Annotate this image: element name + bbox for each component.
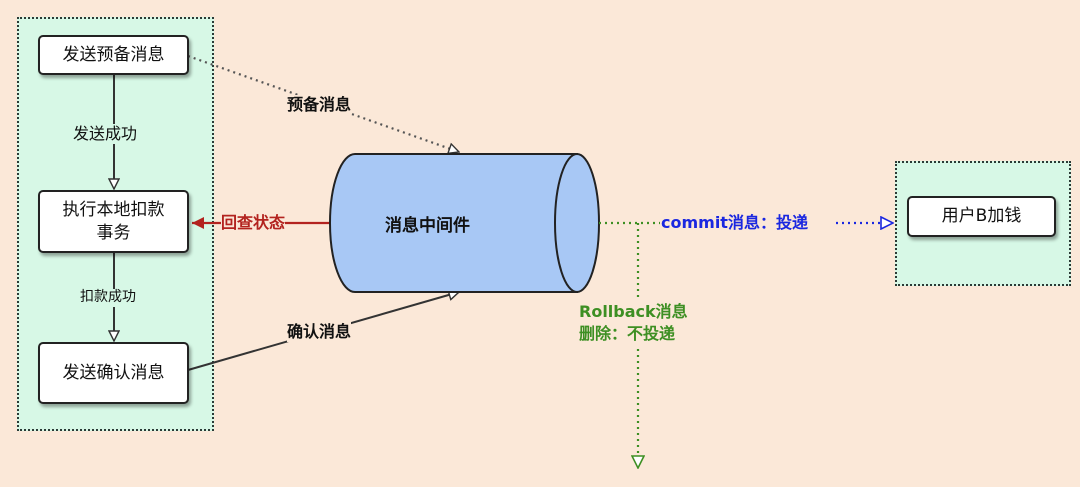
- rollback-message-label: Rollback消息 删除：不投递: [579, 301, 688, 346]
- local-deduct-box: 执行本地扣款 事务: [38, 190, 189, 253]
- confirm-message-label: 确认消息: [287, 322, 352, 342]
- prepare-message-label: 预备消息: [287, 95, 352, 115]
- middleware-label: 消息中间件: [385, 216, 470, 236]
- send-success-label: 发送成功: [73, 124, 138, 144]
- user-b-box: 用户B加钱: [907, 196, 1056, 237]
- check-status-label: 回查状态: [221, 213, 286, 233]
- commit-message-label: commit消息：投递: [661, 213, 808, 233]
- send-confirm-box: 发送确认消息: [38, 342, 189, 404]
- deduct-success-label: 扣款成功: [80, 289, 136, 307]
- send-prepare-box: 发送预备消息: [38, 35, 189, 75]
